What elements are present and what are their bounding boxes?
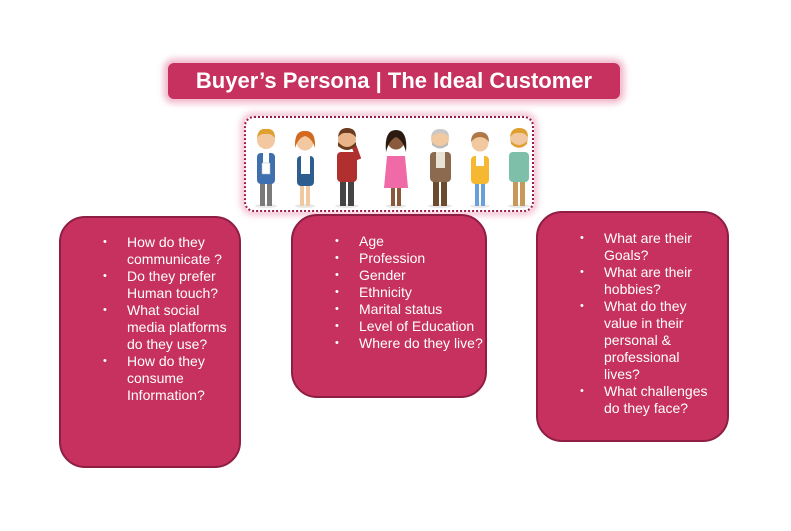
page-title: Buyer’s Persona | The Ideal Customer (166, 61, 622, 101)
person-3-figure (335, 128, 362, 208)
person-2-figure (294, 130, 316, 208)
person-6-figure (470, 132, 490, 208)
list-item: What do they value in their personal & p… (538, 298, 714, 383)
person-7-figure (508, 128, 530, 208)
group-of-people-illustration (255, 128, 530, 208)
person-1-figure (255, 128, 277, 208)
list-item: How do they consume Information? (61, 353, 237, 404)
list-item: Ethnicity (293, 284, 485, 301)
list-item: Gender (293, 267, 485, 284)
list-item: What are their Goals? (538, 230, 714, 264)
list-item: Profession (293, 250, 485, 267)
list-item: Do they prefer Human touch? (61, 268, 237, 302)
list-item: Where do they live? (293, 335, 485, 352)
list-item: Age (293, 233, 485, 250)
goals-questions-list: What are their Goals? What are their hob… (538, 230, 714, 417)
person-5-figure (428, 129, 452, 208)
list-item: Level of Education (293, 318, 485, 335)
list-item: What challenges do they face? (538, 383, 714, 417)
list-item: Marital status (293, 301, 485, 318)
communication-questions-card: How do they communicate ? Do they prefer… (59, 216, 241, 468)
list-item: What social media platforms do they use? (61, 302, 237, 353)
demographics-card: Age Profession Gender Ethnicity Marital … (291, 214, 487, 398)
people-illustration-frame (244, 116, 534, 212)
list-item: How do they communicate ? (61, 234, 237, 268)
demographics-list: Age Profession Gender Ethnicity Marital … (293, 233, 485, 352)
person-4-figure (384, 130, 408, 208)
goals-questions-card: What are their Goals? What are their hob… (536, 211, 729, 442)
list-item: What are their hobbies? (538, 264, 714, 298)
communication-questions-list: How do they communicate ? Do they prefer… (61, 234, 237, 404)
